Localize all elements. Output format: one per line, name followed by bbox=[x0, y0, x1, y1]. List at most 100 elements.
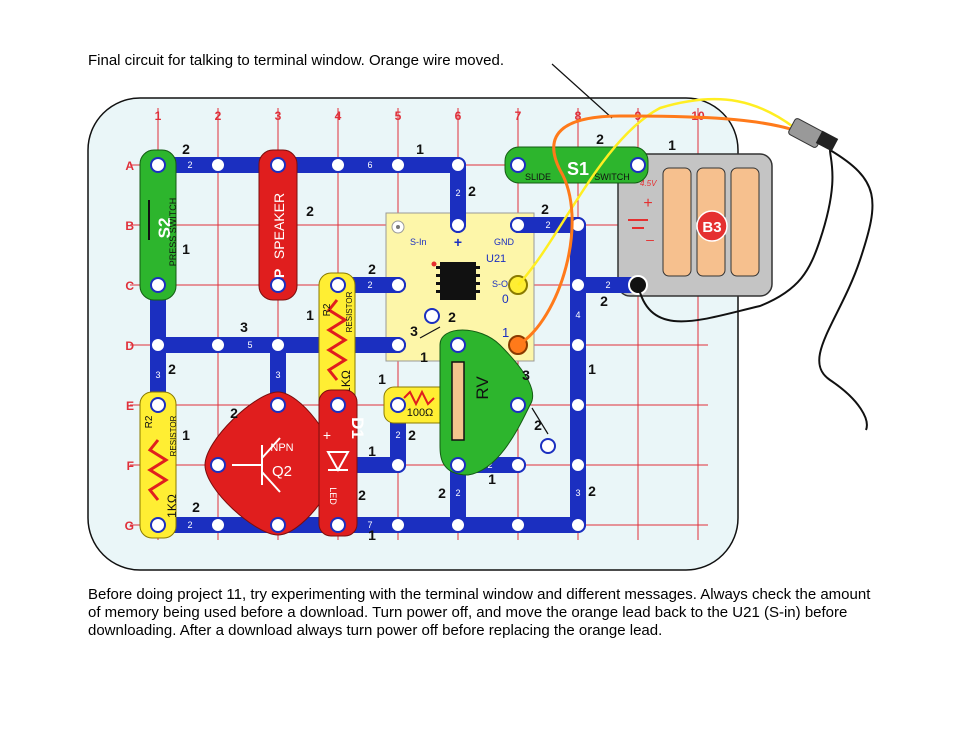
resistor-r2-left[interactable]: R2 RESISTOR 1KΩ bbox=[139, 391, 179, 539]
wire-label: 5 bbox=[247, 340, 252, 350]
row-label: C bbox=[125, 279, 134, 293]
u21-label: U21 bbox=[486, 253, 506, 265]
wire-label: 2 bbox=[455, 488, 460, 498]
column-label: 4 bbox=[335, 109, 342, 123]
level-label: 3 bbox=[410, 323, 418, 339]
resistor-r2-top[interactable]: R2 RESISTOR 1KΩ bbox=[318, 272, 356, 420]
press-switch-s2[interactable]: S2 PRESS SWITCH bbox=[139, 149, 178, 301]
level-label: 1 bbox=[420, 349, 428, 365]
transistor-code: Q2 bbox=[272, 463, 292, 480]
pot-code: RV bbox=[473, 376, 492, 400]
wire-label: 6 bbox=[367, 160, 372, 170]
level-label: 2 bbox=[448, 309, 456, 325]
slide-switch-s1[interactable]: S1 SLIDE SWITCH bbox=[504, 146, 649, 184]
row-label: G bbox=[125, 519, 134, 533]
level-label: 2 bbox=[306, 203, 314, 219]
wire-label: 2 bbox=[187, 520, 192, 530]
transistor-q2[interactable]: NPN Q2 bbox=[204, 391, 337, 536]
level-label: 1 bbox=[668, 137, 676, 153]
led-label: LED bbox=[328, 487, 338, 505]
pointer-arrow-icon bbox=[531, 407, 549, 435]
level-label: 2 bbox=[600, 293, 608, 309]
led-code: D1 bbox=[348, 417, 367, 439]
u21-plus-label: + bbox=[454, 234, 462, 250]
battery-label: B3 bbox=[702, 219, 721, 236]
level-label: 2 bbox=[408, 427, 416, 443]
level-label: 2 bbox=[534, 417, 542, 433]
wire-label: 2 bbox=[545, 220, 550, 230]
level-label: 1 bbox=[378, 371, 386, 387]
snap-studs bbox=[150, 157, 646, 533]
battery-holder-b3[interactable]: B3 4.5V + – bbox=[617, 153, 773, 297]
wire-label: 2 bbox=[455, 188, 460, 198]
column-label: 6 bbox=[455, 109, 462, 123]
column-label: 2 bbox=[215, 109, 222, 123]
level-label: 1 bbox=[306, 307, 314, 323]
row-label: A bbox=[125, 159, 134, 173]
wire-label: 2 bbox=[395, 430, 400, 440]
level-label: 2 bbox=[182, 141, 190, 157]
level-label: 3 bbox=[240, 319, 248, 335]
resistor-left-value: 1KΩ bbox=[165, 494, 179, 518]
serial-connector[interactable] bbox=[788, 118, 839, 152]
level-label: 2 bbox=[168, 361, 176, 377]
resistor-top-label: RESISTOR bbox=[345, 291, 354, 332]
u21-zero-label: 0 bbox=[502, 292, 509, 306]
transistor-type: NPN bbox=[270, 442, 293, 454]
column-label: 5 bbox=[395, 109, 402, 123]
row-label: F bbox=[127, 459, 134, 473]
level-label: 2 bbox=[368, 261, 376, 277]
black-cable[interactable] bbox=[637, 149, 874, 431]
resistor-small-value: 100Ω bbox=[407, 407, 434, 419]
pointer-arrow-icon bbox=[419, 326, 441, 339]
column-label: 7 bbox=[515, 109, 522, 123]
resistor-top-code: R2 bbox=[322, 303, 333, 316]
u21-one-label: 1 bbox=[502, 325, 509, 340]
level-label: 2 bbox=[438, 485, 446, 501]
level-label: 2 bbox=[468, 183, 476, 199]
slide-switch-switch: SWITCH bbox=[594, 172, 630, 182]
level-label: 3 bbox=[522, 367, 530, 383]
resistor-top-value: 1KΩ bbox=[339, 370, 353, 394]
column-label: 3 bbox=[275, 109, 282, 123]
row-label: D bbox=[125, 339, 134, 353]
caption-top: Final circuit for talking to terminal wi… bbox=[88, 52, 505, 69]
level-label: 1 bbox=[182, 427, 190, 443]
led-plus: + bbox=[323, 427, 331, 443]
caption-bottom: Before doing project 11, try experimenti… bbox=[88, 586, 871, 639]
row-label: E bbox=[126, 399, 134, 413]
speaker-sp[interactable]: SPEAKER SP bbox=[258, 149, 298, 301]
wire-label: 3 bbox=[155, 370, 160, 380]
u21-s-in-label: S-In bbox=[410, 237, 427, 247]
wire-label: 3 bbox=[275, 370, 280, 380]
wire-label: 7 bbox=[367, 520, 372, 530]
level-label: 2 bbox=[588, 483, 596, 499]
level-label: 1 bbox=[368, 527, 376, 543]
level-label: 2 bbox=[358, 487, 366, 503]
yellow-wire[interactable] bbox=[517, 97, 801, 286]
level-label: 2 bbox=[192, 499, 200, 515]
potentiometer-rv[interactable]: RV bbox=[439, 329, 534, 476]
pointer-arrow-icon bbox=[551, 63, 613, 119]
press-switch-label: PRESS SWITCH bbox=[168, 198, 178, 267]
battery-plus: + bbox=[643, 195, 652, 212]
battery-minus: – bbox=[646, 231, 654, 247]
orange-wire[interactable] bbox=[517, 114, 801, 347]
wire-label: 4 bbox=[575, 310, 580, 320]
wire-label: 3 bbox=[575, 488, 580, 498]
slide-switch-slide: SLIDE bbox=[525, 172, 551, 182]
u21-gnd-label: GND bbox=[494, 237, 515, 247]
resistor-left-code: R2 bbox=[144, 415, 155, 428]
led-d1[interactable]: D1 + LED bbox=[318, 389, 367, 537]
resistor-left-label: RESISTOR bbox=[169, 415, 178, 456]
resistor-100-ohm[interactable]: 100Ω bbox=[383, 386, 455, 424]
column-label: 8 bbox=[575, 109, 582, 123]
level-label: 1 bbox=[182, 241, 190, 257]
level-label: 2 bbox=[596, 131, 604, 147]
column-label: 1 bbox=[155, 109, 162, 123]
speaker-label: SPEAKER bbox=[271, 193, 287, 259]
press-switch-code: S2 bbox=[155, 218, 174, 239]
row-label: B bbox=[125, 219, 134, 233]
wire-label: 2 bbox=[367, 280, 372, 290]
